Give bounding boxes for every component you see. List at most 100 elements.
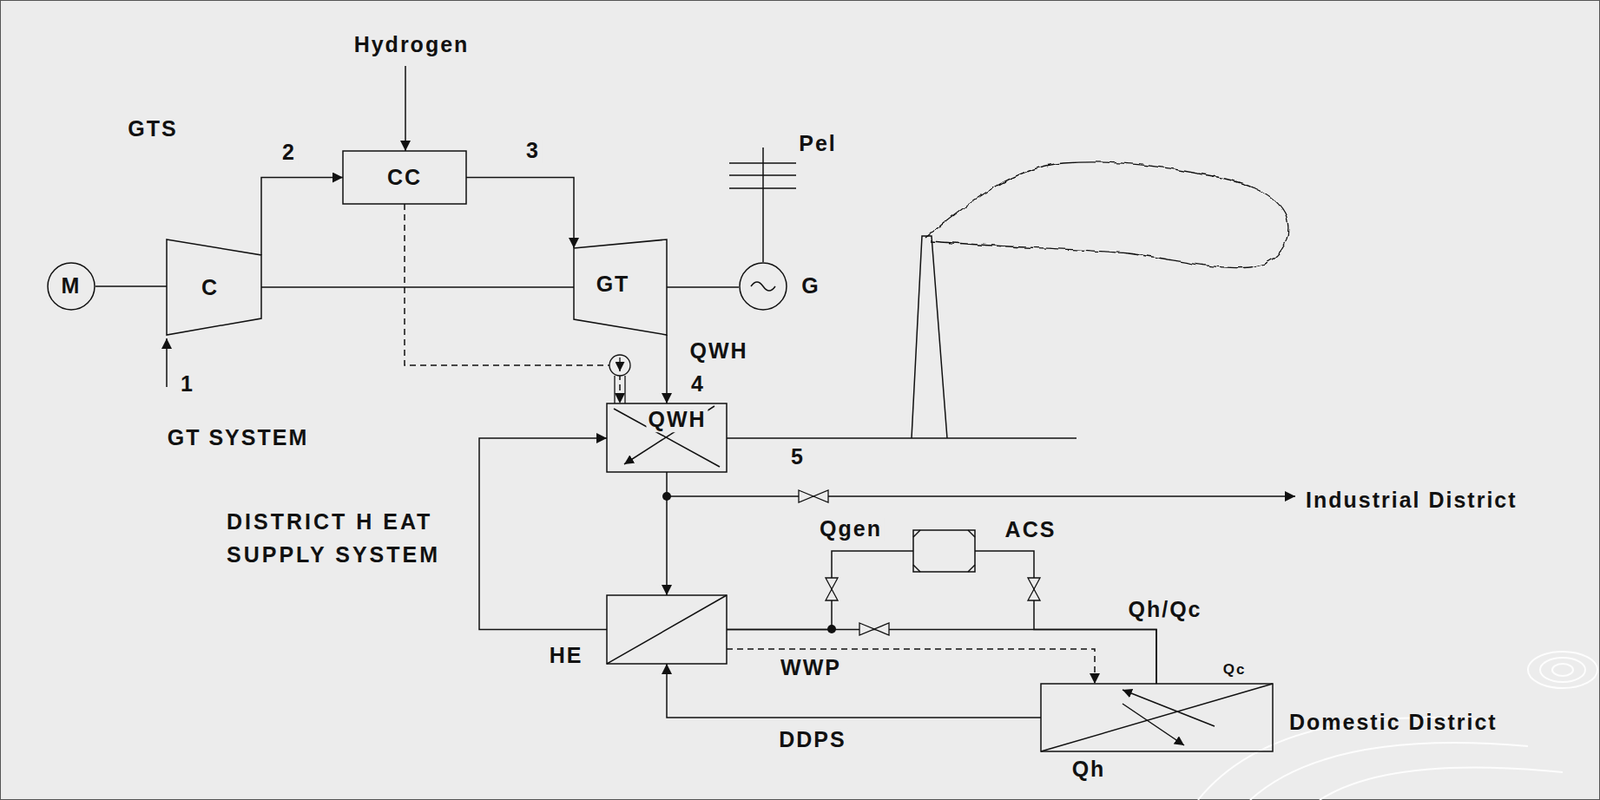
annotation: Hydrogen [354,32,470,58]
connector-label: QWH [687,339,750,364]
drawing-part [729,187,797,190]
node-outline [913,530,975,573]
pipe-connector [666,286,739,289]
node-outline [47,263,95,310]
pipe-connector [466,177,574,250]
node-label: ACS [1005,518,1057,543]
pipe-connector [479,438,607,631]
power-grid-symbol [729,147,797,263]
annotation: DISTRICT H EAT SUPPLY SYSTEM [226,505,479,572]
pipe-connector [666,664,1041,718]
node-outline [1040,684,1273,752]
node-label: Qh [1072,757,1107,783]
drawing-part [1527,651,1598,689]
node-outline [738,262,788,311]
annotation: 5 [790,445,805,470]
exchanger-stroke [624,406,715,465]
node-label: M [61,274,82,299]
node-label: G [801,274,820,299]
air-inlet-arrow [165,338,168,388]
annotation: 1 [180,372,195,397]
combustion-chamber: CC [342,151,467,205]
exchanger-stroke [613,408,720,468]
smoke-plume [925,162,1289,269]
generator-circle: G [738,262,788,311]
drawing-part [624,375,626,404]
chimney-stack [911,236,948,439]
compressor: C [166,239,262,336]
ac-wave-symbol [750,282,776,291]
gas-turbine: GT [573,239,667,336]
pipe-connector [95,285,167,288]
node-outline [913,530,975,573]
pipe-connector [726,649,1095,685]
pipe-connector [261,177,343,257]
node-label: CC [387,165,422,191]
annotation: 4 [691,372,705,397]
drawing-part [95,177,1157,719]
connector-label: DDPS [776,728,848,753]
exchanger-stroke [913,565,921,573]
drawing-part [1250,743,1528,800]
drawing-part [729,174,797,177]
exhaust-duct [726,437,1077,440]
compressor-outline [166,239,262,336]
box-outline [1040,684,1273,752]
watermark [1198,651,1598,800]
pipe-connector [665,472,668,596]
box-outline [342,151,467,205]
industrial-supply-line [666,495,1296,498]
absorption-chiller: ACS [913,530,975,573]
node-label: C [201,276,219,301]
annotation: Pel [798,131,837,157]
connector-label: 3 [524,138,542,164]
drawing-part [1319,767,1563,800]
connector-label: Qh/Qc [1125,598,1204,623]
node-label: HE [549,644,584,669]
box-outline [606,595,727,665]
box-outline [913,530,975,573]
hydrogen-inlet-arrow [404,65,407,152]
node-outline [573,239,667,336]
pump-symbol [609,355,631,404]
motor-circle: M [46,262,96,311]
drawing-part [762,147,764,263]
annotation: GT SYSTEM [167,426,309,451]
connector-label: WWP [778,656,843,681]
pipe-connector [665,335,668,404]
node-outline [739,263,787,310]
pipe-connector [726,630,1157,685]
exchanger-stroke [1040,684,1273,752]
heat-exchanger: HE [606,595,727,665]
pipe-connector [726,551,914,631]
circle-outline [739,263,787,310]
node-outline [606,595,727,665]
valves [798,490,1041,636]
node-outline [166,239,262,336]
valve-symbol [798,490,829,503]
box-outline [606,403,727,473]
exchanger-stroke [967,530,975,538]
node-label: QWH [645,408,708,433]
connector-label: 2 [280,140,298,165]
exchanger-stroke [913,530,921,538]
exchanger-stroke [1122,690,1215,727]
node-label: Domestic District [1289,711,1498,736]
valve-symbol [859,623,889,636]
node-outline [606,595,727,665]
turbine-outline [573,239,667,336]
drawing-part [618,357,620,372]
node-outline [342,151,467,205]
domestic-district-exchanger: QcDomestic DistrictQh [1040,684,1273,752]
connector-label: Qgen [817,517,884,542]
waste-heat-exchanger: QWH [606,403,727,473]
exchanger-stroke [967,565,975,573]
pipe-connector [261,286,574,289]
drawing-part [613,375,615,404]
drawing-part [1540,658,1586,683]
exchanger-stroke [1122,704,1185,746]
annotation: GTS [127,117,178,142]
node-label: GT [596,272,631,297]
valve-symbol [825,578,838,601]
